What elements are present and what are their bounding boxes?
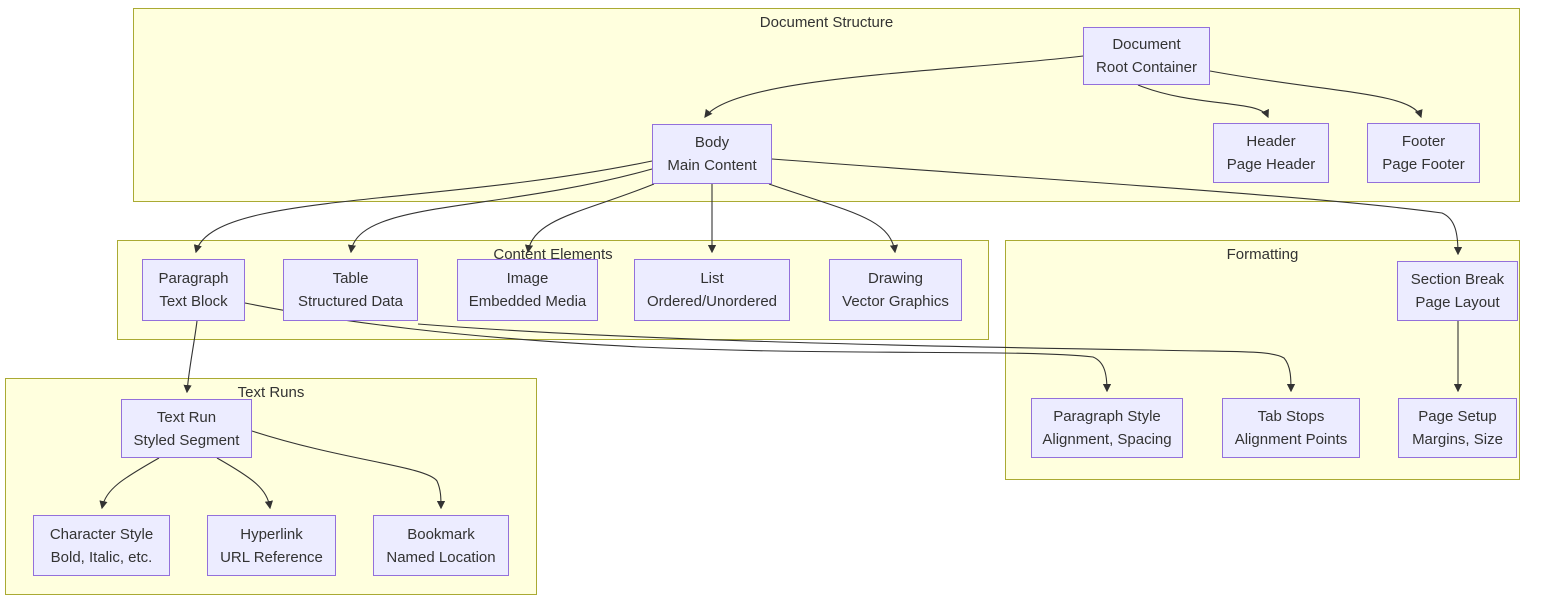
edge-body-to-paragraph bbox=[193, 160, 653, 254]
node-list-line1: List bbox=[700, 270, 724, 287]
edge-table-to-tab-stops bbox=[417, 323, 1296, 393]
edge-paragraph-to-text-run bbox=[183, 320, 198, 394]
node-table-line1: Table bbox=[332, 270, 369, 287]
node-page-setup: Page Setup Margins, Size bbox=[1398, 398, 1517, 458]
edge-text-run-to-hyperlink bbox=[216, 457, 273, 510]
node-document: Document Root Container bbox=[1083, 27, 1210, 85]
edge-document-to-footer bbox=[1209, 70, 1423, 119]
node-table-line2: Structured Data bbox=[297, 293, 404, 310]
node-bookmark: Bookmark Named Location bbox=[373, 515, 509, 576]
node-hyperlink: Hyperlink URL Reference bbox=[207, 515, 336, 576]
node-paragraph-style: Paragraph Style Alignment, Spacing bbox=[1031, 398, 1183, 458]
subgraph-title-content-elements: Content Elements bbox=[493, 246, 613, 263]
node-footer-line2: Page Footer bbox=[1382, 156, 1465, 173]
node-table: Table Structured Data bbox=[283, 259, 418, 321]
edge-paragraph-to-paragraph-style bbox=[244, 302, 1112, 393]
node-page-setup-line2: Margins, Size bbox=[1412, 431, 1503, 448]
edge-body-to-image bbox=[524, 183, 655, 254]
node-text-run: Text Run Styled Segment bbox=[121, 399, 252, 458]
node-header-line1: Header bbox=[1246, 133, 1296, 150]
node-paragraph-line1: Paragraph bbox=[158, 270, 229, 287]
node-document-line2: Root Container bbox=[1096, 59, 1197, 76]
node-character-style: Character Style Bold, Italic, etc. bbox=[33, 515, 170, 576]
node-paragraph-style-line2: Alignment, Spacing bbox=[1042, 431, 1172, 448]
edge-text-run-to-character-style bbox=[99, 457, 160, 510]
subgraph-document-structure: Document Structure bbox=[133, 8, 1520, 202]
node-image: Image Embedded Media bbox=[457, 259, 598, 321]
edge-document-to-header bbox=[1137, 84, 1269, 119]
node-drawing-line2: Vector Graphics bbox=[842, 293, 949, 310]
node-drawing: Drawing Vector Graphics bbox=[829, 259, 962, 321]
node-body-line2: Main Content bbox=[667, 157, 757, 174]
node-bookmark-line1: Bookmark bbox=[407, 525, 475, 543]
edge-body-to-section-break bbox=[771, 158, 1463, 256]
node-image-line2: Embedded Media bbox=[468, 293, 587, 310]
node-header: Header Page Header bbox=[1213, 123, 1329, 183]
edge-document-to-body bbox=[704, 55, 1084, 118]
node-drawing-line1: Drawing bbox=[867, 270, 924, 287]
node-text-run-line1: Text Run bbox=[156, 408, 217, 426]
node-text-run-line2: Styled Segment bbox=[133, 431, 240, 449]
node-character-style-line1: Character Style bbox=[49, 525, 154, 543]
node-section-break-line2: Page Layout bbox=[1415, 294, 1500, 311]
node-character-style-line2: Bold, Italic, etc. bbox=[50, 548, 153, 566]
node-footer-line1: Footer bbox=[1401, 133, 1446, 150]
node-document-line1: Document bbox=[1112, 36, 1181, 53]
node-hyperlink-line2: URL Reference bbox=[220, 548, 323, 566]
node-header-line2: Page Header bbox=[1226, 156, 1316, 173]
node-paragraph-line2: Text Block bbox=[159, 293, 228, 310]
node-section-break: Section Break Page Layout bbox=[1397, 261, 1518, 321]
node-tab-stops-line1: Tab Stops bbox=[1257, 408, 1325, 425]
node-hyperlink-line1: Hyperlink bbox=[240, 525, 303, 543]
node-body-line1: Body bbox=[694, 134, 730, 151]
node-paragraph: Paragraph Text Block bbox=[142, 259, 245, 321]
node-list: List Ordered/Unordered bbox=[634, 259, 790, 321]
node-section-break-line1: Section Break bbox=[1410, 271, 1505, 288]
node-footer: Footer Page Footer bbox=[1367, 123, 1480, 183]
node-paragraph-style-line1: Paragraph Style bbox=[1053, 408, 1161, 425]
edge-text-run-to-bookmark bbox=[251, 430, 446, 510]
node-body: Body Main Content bbox=[652, 124, 772, 184]
edge-body-to-table bbox=[347, 168, 653, 254]
subgraph-title-formatting: Formatting bbox=[1226, 246, 1299, 263]
subgraph-title-text-runs: Text Runs bbox=[237, 384, 305, 401]
node-tab-stops: Tab Stops Alignment Points bbox=[1222, 398, 1360, 458]
node-page-setup-line1: Page Setup bbox=[1418, 408, 1497, 425]
subgraph-title-document-structure: Document Structure bbox=[759, 14, 894, 31]
node-tab-stops-line2: Alignment Points bbox=[1234, 431, 1348, 448]
node-bookmark-line2: Named Location bbox=[386, 548, 496, 566]
node-image-line1: Image bbox=[506, 270, 549, 287]
node-list-line2: Ordered/Unordered bbox=[646, 293, 778, 310]
edge-body-to-drawing bbox=[768, 183, 899, 254]
